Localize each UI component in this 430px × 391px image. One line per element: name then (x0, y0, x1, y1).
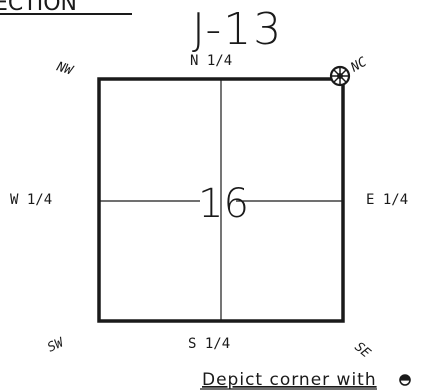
footer-survey-monument-icon (399, 374, 411, 386)
corner-label-nw: NW (54, 59, 76, 79)
corner-label-ne: NC (348, 55, 370, 76)
quarter-label-north: N 1/4 (190, 53, 232, 69)
corner-label-sw: SW (45, 335, 67, 356)
section-number: 16 (198, 181, 249, 227)
quarter-label-south: S 1/4 (188, 336, 230, 352)
quarter-label-east: E 1/4 (366, 192, 408, 208)
footer-note: Depict corner with (202, 370, 377, 390)
quarter-label-west: W 1/4 (10, 192, 52, 208)
survey-monument-icon (329, 65, 351, 87)
header-fragment: ECTION (0, 0, 77, 16)
corner-label-se: SE (351, 340, 373, 362)
sheet-id: J-13 (192, 4, 283, 55)
